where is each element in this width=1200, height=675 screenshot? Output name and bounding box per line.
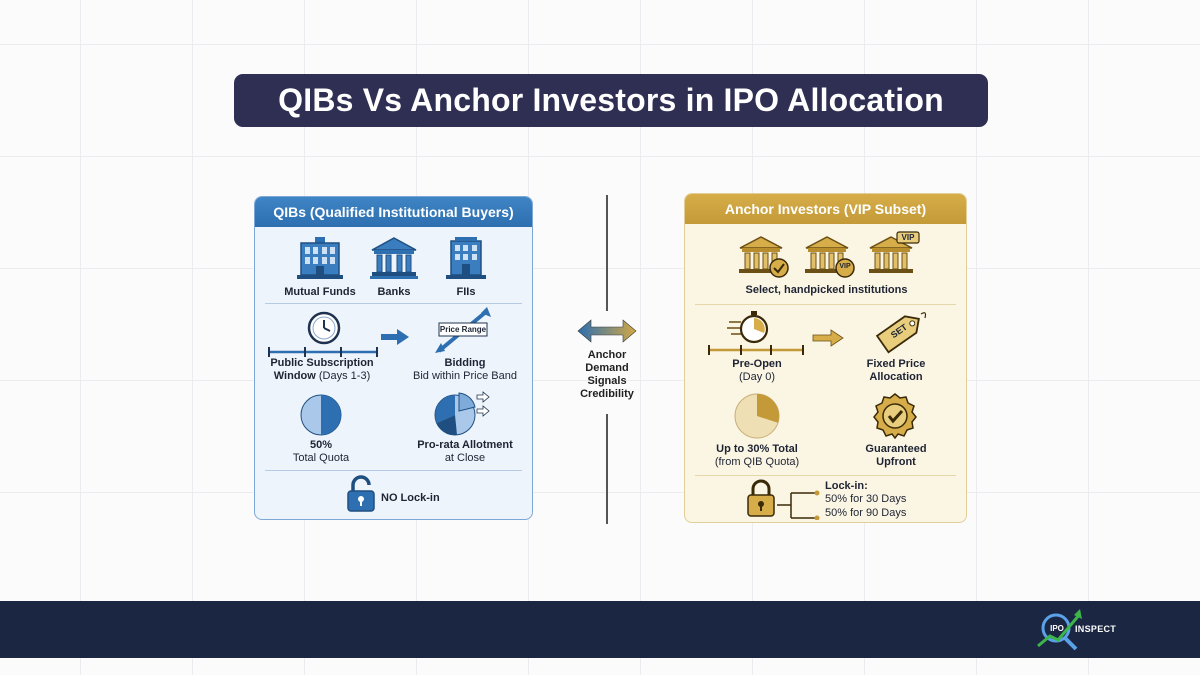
qib-panel: QIBs (Qualified Institutional Buyers) Mu… [254,196,533,520]
center-line-anchor: Anchor [587,349,627,361]
fixed-price-title-2: Allocation [869,371,923,383]
price-range-icon [435,307,491,353]
preopen-subtitle: (Day 0) [738,371,776,383]
center-line-signals: Signals [587,375,627,387]
window-subtitle: Window (Days 1-3) [273,370,371,382]
divider [695,475,956,476]
bank-checkmark-icon [739,236,789,278]
select-institutions-text: Select, handpicked institutions [745,284,908,296]
anchor-panel: Anchor Investors (VIP Subset) VIP VIP Se… [684,193,967,523]
double-arrow-icon [577,319,637,343]
mutual-funds-building-icon [297,237,343,279]
logo-text: INSPECT [1075,624,1117,634]
preopen-title: Pre-Open [732,358,782,370]
quota-pie-slice [321,395,341,435]
bidding-title: Bidding [444,357,486,369]
guaranteed-title-2: Upfront [876,456,916,468]
center-line-credibility: Credibility [580,388,634,400]
logo-mark-text: IPO [1050,624,1064,633]
anchor-quota-pie-slice [757,394,779,423]
institution-label-fiis: FIIs [456,286,476,298]
pro-rata-pie-icon [434,391,490,436]
center-signal-text: Anchor Demand Signals Credibility [566,349,648,401]
fii-building-icon [446,237,486,279]
anchor-quota-subtitle: (from QIB Quota) [714,456,800,468]
bank-vip-icon [805,236,855,278]
arrow-right-icon [381,329,409,345]
quota-subtitle: Total Quota [292,452,350,464]
fixed-price-title: Fixed Price [866,358,926,370]
allotment-subtitle: at Close [444,452,486,464]
price-tag-icon [875,312,927,354]
bidding-subtitle: Bid within Price Band [413,370,517,382]
vip-badge-text: VIP [839,263,851,270]
allotment-title: Pro-rata Allotment [417,439,513,451]
center-divider-top [606,195,608,311]
anchor-lockin-90: 50% for 90 Days [825,507,907,519]
divider [695,304,956,305]
center-divider-bottom [606,414,608,524]
divider [265,470,522,471]
stopwatch-timeline-icon [708,311,804,355]
unlock-icon [347,475,375,512]
guarantee-badge-icon [873,393,917,440]
footer-bar [0,601,1200,658]
vip-tag-text: VIP [901,233,915,242]
lockin-text: NO Lock-in [381,492,440,504]
window-title: Public Subscription [270,357,374,369]
anchor-lockin-title: Lock-in: [825,480,868,492]
bank-icon [370,237,418,279]
qib-panel-header: QIBs (Qualified Institutional Buyers) [255,197,532,227]
lock-branch-icon [747,479,820,520]
quota-title: 50% [309,439,333,451]
guaranteed-title: Guaranteed [865,443,927,455]
anchor-quota-title: Up to 30% Total [716,443,798,455]
anchor-quota-pie-chart [734,393,780,439]
quota-pie-chart [300,394,342,436]
page-title: QIBs Vs Anchor Investors in IPO Allocati… [234,74,988,127]
clock-timeline-icon [268,311,378,357]
arrow-right-icon [812,329,844,347]
divider [265,303,522,304]
center-line-demand: Demand [585,362,629,374]
price-range-tag: Price Range [439,325,487,334]
ipo-inspect-logo-icon [1037,609,1082,651]
institution-label-mutual-funds: Mutual Funds [284,286,356,298]
bank-vip-tag-icon [869,231,920,273]
anchor-lockin-30: 50% for 30 Days [825,493,907,505]
anchor-panel-header: Anchor Investors (VIP Subset) [685,194,966,224]
institution-label-banks: Banks [377,286,411,298]
